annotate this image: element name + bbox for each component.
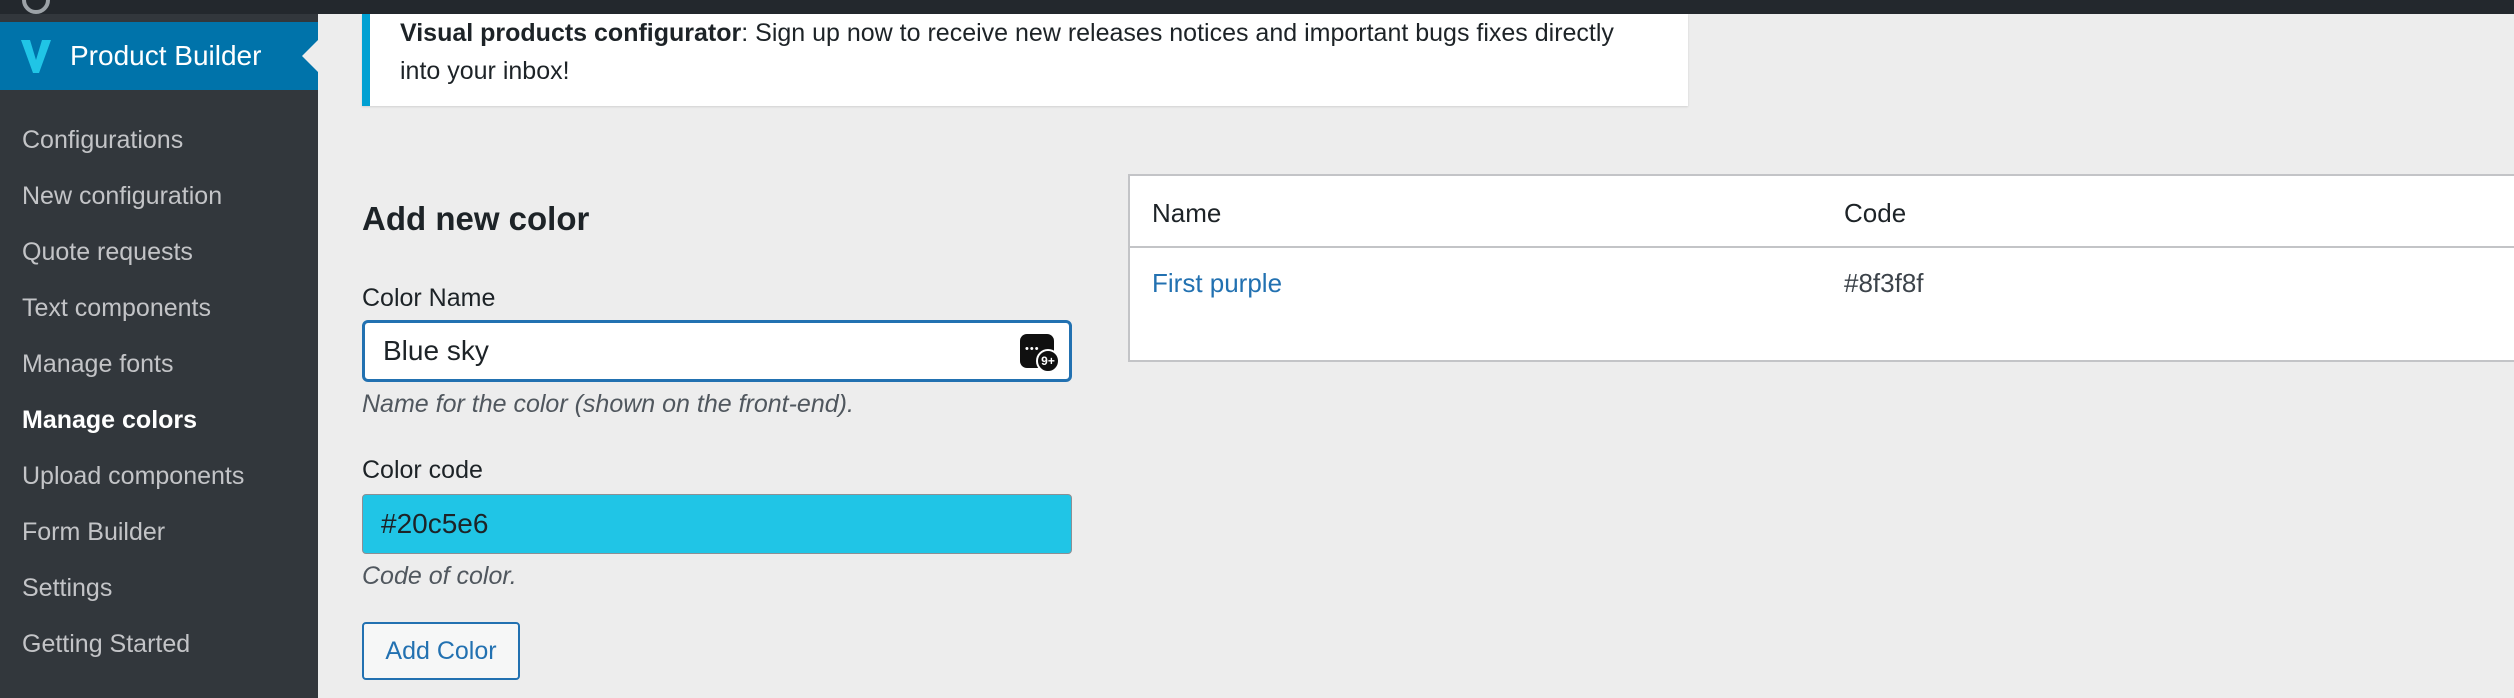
sidebar-menu-title: Product Builder [70,40,262,71]
widget-dots: ••• [1025,343,1040,355]
color-name-help: Name for the color (shown on the front-e… [362,390,854,418]
admin-top-bar [0,0,2514,14]
color-code-help: Code of color. [362,562,517,590]
color-name-label: Color Name [362,284,496,312]
sidebar-item-new-configuration[interactable]: New configuration [22,182,223,210]
password-manager-icon[interactable]: ••• 9+ [1020,334,1060,373]
sidebar-item-form-builder[interactable]: Form Builder [22,518,166,546]
color-name-input[interactable] [362,320,1072,382]
signup-notice: Visual products configurator: Sign up no… [362,14,1688,106]
color-code-label: Color code [362,456,483,484]
sidebar-item-quote-requests[interactable]: Quote requests [22,238,193,266]
sidebar-submenu: Configurations New configuration Quote r… [0,112,318,672]
sidebar-item-manage-fonts[interactable]: Manage fonts [22,350,174,378]
notice-line-1: Visual products configurator: Sign up no… [400,14,1658,52]
notice-text-2: into your inbox! [400,57,570,85]
add-color-title: Add new color [362,200,590,237]
sidebar-item-configurations[interactable]: Configurations [22,126,184,154]
current-menu-pointer [302,40,318,72]
sidebar-item-upload-components[interactable]: Upload components [22,462,245,490]
add-color-button[interactable]: Add Color [362,622,520,680]
admin-sidebar [0,14,318,698]
wordpress-logo-icon[interactable] [22,0,50,14]
sidebar-item-text-components[interactable]: Text components [22,294,211,322]
column-header-name[interactable]: Name [1152,198,1222,228]
color-code-input[interactable] [362,494,1072,554]
widget-badge: 9+ [1036,349,1060,373]
color-name-link[interactable]: First purple [1152,268,1283,298]
product-builder-logo-icon [16,34,56,78]
sidebar-item-manage-colors[interactable]: Manage colors [22,406,198,434]
colors-table: Name Code First purple #8f3f8f [1128,174,2514,362]
notice-text-1: : Sign up now to receive new releases no… [741,19,1614,47]
sidebar-item-settings[interactable]: Settings [22,574,113,602]
table-header: Name Code [1130,176,2514,248]
notice-strong: Visual products configurator [400,19,742,47]
color-code-value: #8f3f8f [1844,268,1924,298]
sidebar-item-getting-started[interactable]: Getting Started [22,630,191,658]
column-header-code[interactable]: Code [1844,198,1907,228]
sidebar-menu-product-builder[interactable]: Product Builder [0,22,318,90]
